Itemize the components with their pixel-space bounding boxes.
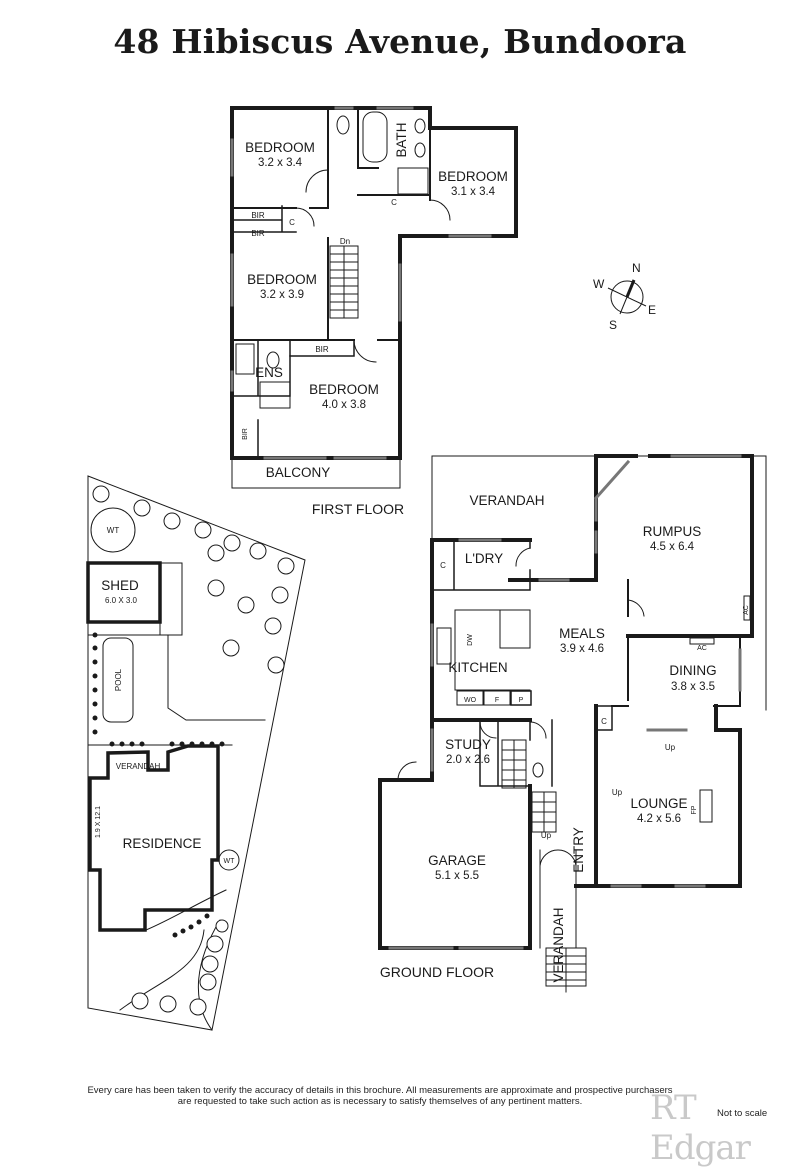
room-study-label: STUDY — [445, 737, 491, 752]
stairs-up-label: Up — [541, 831, 552, 840]
room-meals-label: MEALS — [559, 626, 605, 641]
room-rumpus-label: RUMPUS — [643, 524, 702, 539]
bir-label-3: BIR — [315, 345, 329, 354]
ground-floor-plan — [378, 454, 767, 993]
room-bedroom-3-label: BEDROOM — [247, 272, 317, 287]
fireplace-label: FP — [691, 805, 698, 814]
aircon-label-rumpus: AC — [743, 605, 750, 615]
garden-trees — [92, 485, 295, 1016]
ensuite-label: ENS — [255, 365, 283, 380]
room-bedroom-4-label: BEDROOM — [309, 382, 379, 397]
pantry-label: P — [519, 697, 524, 704]
room-bedroom-4-dims: 4.0 x 3.8 — [322, 399, 366, 411]
disclaimer: Every care has been taken to verify the … — [80, 1085, 680, 1107]
brand-logo: RT Edgar — [650, 1088, 751, 1168]
room-bedroom-3-dims: 3.2 x 3.9 — [260, 289, 304, 301]
room-lounge-label: LOUNGE — [630, 796, 687, 811]
residence-label: RESIDENCE — [123, 836, 202, 851]
laundry-label: L'DRY — [465, 551, 503, 566]
room-dining-dims: 3.8 x 3.5 — [671, 681, 715, 693]
compass-west: W — [593, 277, 605, 291]
room-meals-dims: 3.9 x 4.6 — [560, 643, 604, 655]
room-kitchen-label: KITCHEN — [448, 660, 507, 675]
balcony-label: BALCONY — [266, 465, 331, 480]
dishwasher-label: DW — [467, 634, 474, 646]
floor-plan-drawing: N W E S BEDROOM 3.2 x 3.4 BEDROOM 3.1 x … — [86, 106, 767, 1031]
lounge-steps-up-label: Up — [665, 743, 676, 752]
cupboard-label-2: C — [391, 198, 397, 207]
property-address-title: 48 Hibiscus Avenue, Bundoora — [113, 22, 687, 61]
disclaimer-line-1: Every care has been taken to verify the … — [87, 1085, 673, 1096]
bir-label-1: BIR — [251, 211, 265, 220]
room-bedroom-2-label: BEDROOM — [438, 169, 508, 184]
entry-label: ENTRY — [571, 827, 586, 873]
first-floor-plan — [230, 106, 518, 489]
room-dining-label: DINING — [669, 663, 716, 678]
side-dims-label: 1.9 X 12.1 — [95, 806, 102, 838]
verandah-rear-label: VERANDAH — [469, 493, 544, 508]
room-study-dims: 2.0 x 2.6 — [446, 754, 490, 766]
pool-label: POOL — [114, 668, 123, 691]
compass-south: S — [609, 318, 617, 332]
shed-label: SHED — [101, 578, 139, 593]
scale-note: Not to scale — [717, 1108, 768, 1119]
water-tank-label-2: WT — [224, 858, 236, 865]
room-bedroom-1-dims: 3.2 x 3.4 — [258, 157, 303, 169]
aircon-label-dining: AC — [697, 645, 707, 652]
room-lounge-dims: 4.2 x 5.6 — [637, 813, 681, 825]
cupboard-label-1: C — [289, 218, 295, 227]
verandah-front-label: VERANDAH — [551, 907, 566, 982]
site-plan — [86, 475, 306, 1031]
bath-label: BATH — [394, 122, 409, 157]
disclaimer-line-2: are requested to take such action as is … — [177, 1096, 583, 1107]
compass-north: N — [632, 261, 641, 275]
bir-label-4: BIR — [242, 428, 249, 440]
bir-label-2: BIR — [251, 229, 265, 238]
room-garage-label: GARAGE — [428, 853, 486, 868]
ground-floor-label: GROUND FLOOR — [380, 964, 494, 980]
water-tank-label-1: WT — [107, 526, 120, 535]
wall-oven-label: WO — [464, 697, 477, 704]
room-bedroom-2-dims: 3.1 x 3.4 — [451, 186, 496, 198]
fridge-label: F — [495, 697, 499, 704]
room-rumpus-dims: 4.5 x 6.4 — [650, 541, 695, 553]
compass-east: E — [648, 303, 656, 317]
entry-steps-up-label: Up — [612, 788, 623, 797]
laundry-cupboard-label: C — [440, 561, 446, 570]
room-garage-dims: 5.1 x 5.5 — [435, 870, 479, 882]
stairs-down-label: Dn — [340, 237, 350, 246]
first-floor-label: FIRST FLOOR — [312, 501, 404, 517]
compass-rose: N W E S — [593, 261, 656, 332]
shed-dims: 6.0 X 3.0 — [105, 596, 138, 605]
lounge-cupboard-label: C — [601, 717, 607, 726]
room-bedroom-1-label: BEDROOM — [245, 140, 315, 155]
site-verandah-label: VERANDAH — [116, 762, 161, 771]
